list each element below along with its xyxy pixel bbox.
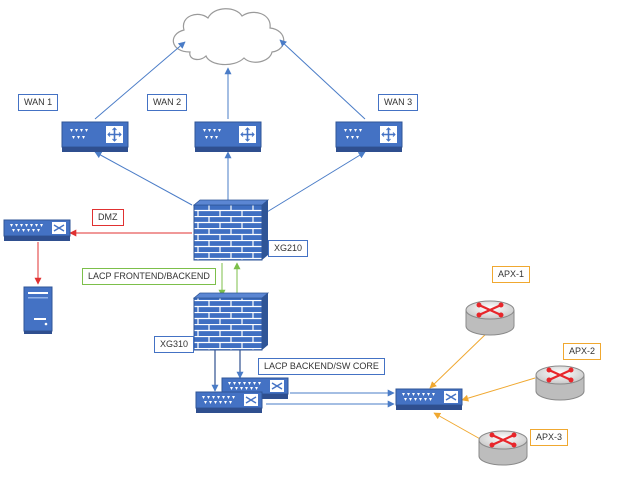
access-point-apx1	[465, 300, 515, 336]
apx-links	[429, 329, 536, 441]
server-icon	[23, 286, 53, 334]
switch-core-front	[195, 391, 263, 413]
switch-dmz	[3, 219, 71, 241]
router-wan2	[194, 121, 262, 152]
label-wan1: WAN 1	[18, 94, 59, 111]
dmz-links	[34, 229, 192, 285]
firewall-uplinks	[94, 151, 366, 216]
access-point-apx3	[478, 430, 528, 466]
cloud-icon	[172, 8, 285, 66]
firewall-xg310	[192, 292, 270, 351]
core-links	[211, 350, 244, 392]
lacp-frontend-links	[218, 262, 241, 297]
label-apx1: APX-1	[492, 266, 531, 283]
switch-ap	[395, 388, 463, 410]
router-wan1	[61, 121, 129, 152]
label-dmz: DMZ	[92, 209, 124, 226]
distribution-links	[266, 389, 395, 408]
label-lacp-backend: LACP BACKEND/SW CORE	[258, 358, 385, 375]
label-wan3: WAN 3	[378, 94, 419, 111]
label-xg210: XG210	[268, 240, 309, 257]
wan-links	[94, 39, 366, 120]
router-wan3	[335, 121, 403, 152]
label-apx3: APX-3	[530, 429, 569, 446]
label-wan2: WAN 2	[147, 94, 188, 111]
label-apx2: APX-2	[563, 343, 602, 360]
access-point-apx2	[535, 365, 585, 401]
firewall-xg210	[192, 199, 270, 261]
label-lacp-frontend: LACP FRONTEND/BACKEND	[82, 268, 216, 285]
label-xg310: XG310	[154, 336, 195, 353]
